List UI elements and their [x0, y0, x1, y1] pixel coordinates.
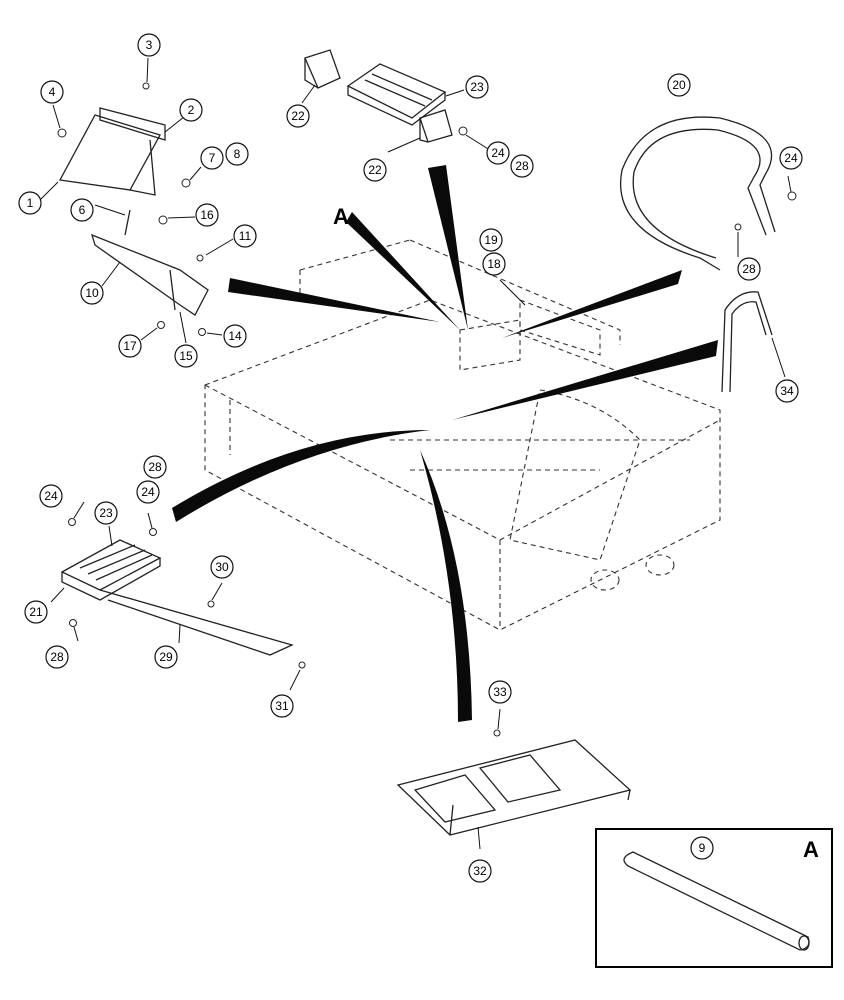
callout-24c: 24 [39, 484, 63, 508]
svg-text:29: 29 [159, 650, 173, 664]
svg-text:28: 28 [148, 460, 162, 474]
detail-label-a: A [803, 837, 819, 862]
svg-text:24: 24 [141, 485, 155, 499]
callout-7: 7 [200, 146, 224, 170]
callout-23b: 23 [94, 501, 118, 525]
svg-text:18: 18 [487, 257, 501, 271]
svg-text:33: 33 [493, 685, 507, 699]
svg-text:6: 6 [79, 203, 86, 217]
svg-text:2: 2 [188, 103, 195, 117]
svg-text:15: 15 [179, 349, 193, 363]
view-label-a: A [333, 204, 349, 229]
svg-text:28: 28 [50, 650, 64, 664]
svg-text:17: 17 [123, 339, 137, 353]
bottom-step-assembly [396, 739, 632, 836]
bracket-parts [304, 49, 453, 143]
svg-text:7: 7 [209, 151, 216, 165]
svg-text:1: 1 [27, 196, 34, 210]
callout-28a: 28 [510, 154, 534, 178]
pointer-wedges [172, 165, 718, 722]
callout-11: 11 [233, 224, 257, 248]
svg-text:8: 8 [234, 147, 241, 161]
callout-16: 16 [195, 203, 219, 227]
svg-text:34: 34 [780, 384, 794, 398]
callout-14: 14 [223, 324, 247, 348]
svg-text:16: 16 [200, 208, 214, 222]
loader-frame [204, 239, 721, 631]
svg-text:28: 28 [515, 159, 529, 173]
callout-32: 32 [468, 859, 492, 883]
svg-text:3: 3 [146, 38, 153, 52]
svg-text:32: 32 [473, 864, 487, 878]
svg-text:31: 31 [275, 699, 289, 713]
svg-text:21: 21 [29, 605, 43, 619]
svg-text:22: 22 [368, 163, 382, 177]
callout-18: 18 [482, 252, 506, 276]
svg-text:9: 9 [699, 841, 706, 855]
callout-9: 9 [690, 836, 714, 860]
callout-24b: 24 [779, 146, 803, 170]
u-handle [721, 291, 773, 393]
svg-text:24: 24 [784, 151, 798, 165]
callout-15: 15 [174, 344, 198, 368]
svg-text:24: 24 [491, 146, 505, 160]
callout-22b: 22 [363, 158, 387, 182]
callout-22a: 22 [286, 104, 310, 128]
callout-34: 34 [775, 379, 799, 403]
callout-29: 29 [154, 645, 178, 669]
callout-31: 31 [270, 694, 294, 718]
callout-2: 2 [179, 98, 203, 122]
callout-33: 33 [488, 680, 512, 704]
callout-4: 4 [40, 80, 64, 104]
roller-part [623, 851, 810, 951]
fasteners [57, 82, 797, 737]
svg-text:19: 19 [484, 233, 498, 247]
svg-text:24: 24 [44, 489, 58, 503]
svg-text:22: 22 [291, 109, 305, 123]
callout-1: 1 [18, 191, 42, 215]
callout-28c: 28 [143, 455, 167, 479]
callout-28d: 28 [45, 645, 69, 669]
callout-17: 17 [118, 334, 142, 358]
svg-text:30: 30 [215, 560, 229, 574]
callout-6: 6 [70, 198, 94, 222]
callout-10: 10 [80, 281, 104, 305]
callout-3: 3 [137, 33, 161, 57]
callout-19: 19 [479, 228, 503, 252]
svg-text:20: 20 [672, 78, 686, 92]
svg-text:4: 4 [49, 85, 56, 99]
shield-part [58, 107, 166, 196]
step-channel-part [90, 209, 209, 316]
svg-text:10: 10 [85, 286, 99, 300]
callout-20: 20 [667, 73, 691, 97]
callout-24d: 24 [136, 480, 160, 504]
svg-text:11: 11 [239, 229, 252, 243]
callout-28b: 28 [737, 257, 761, 281]
detail-view-a: A [595, 828, 833, 968]
svg-text:23: 23 [470, 80, 484, 94]
step-pad-top [346, 63, 447, 126]
callout-30: 30 [210, 555, 234, 579]
svg-text:23: 23 [99, 506, 113, 520]
svg-text:28: 28 [742, 262, 756, 276]
handle-loop [620, 116, 776, 271]
callout-23a: 23 [465, 75, 489, 99]
callout-8: 8 [225, 142, 249, 166]
callout-24a: 24 [486, 141, 510, 165]
svg-text:14: 14 [228, 329, 242, 343]
callout-21: 21 [24, 600, 48, 624]
lower-step [60, 539, 294, 656]
